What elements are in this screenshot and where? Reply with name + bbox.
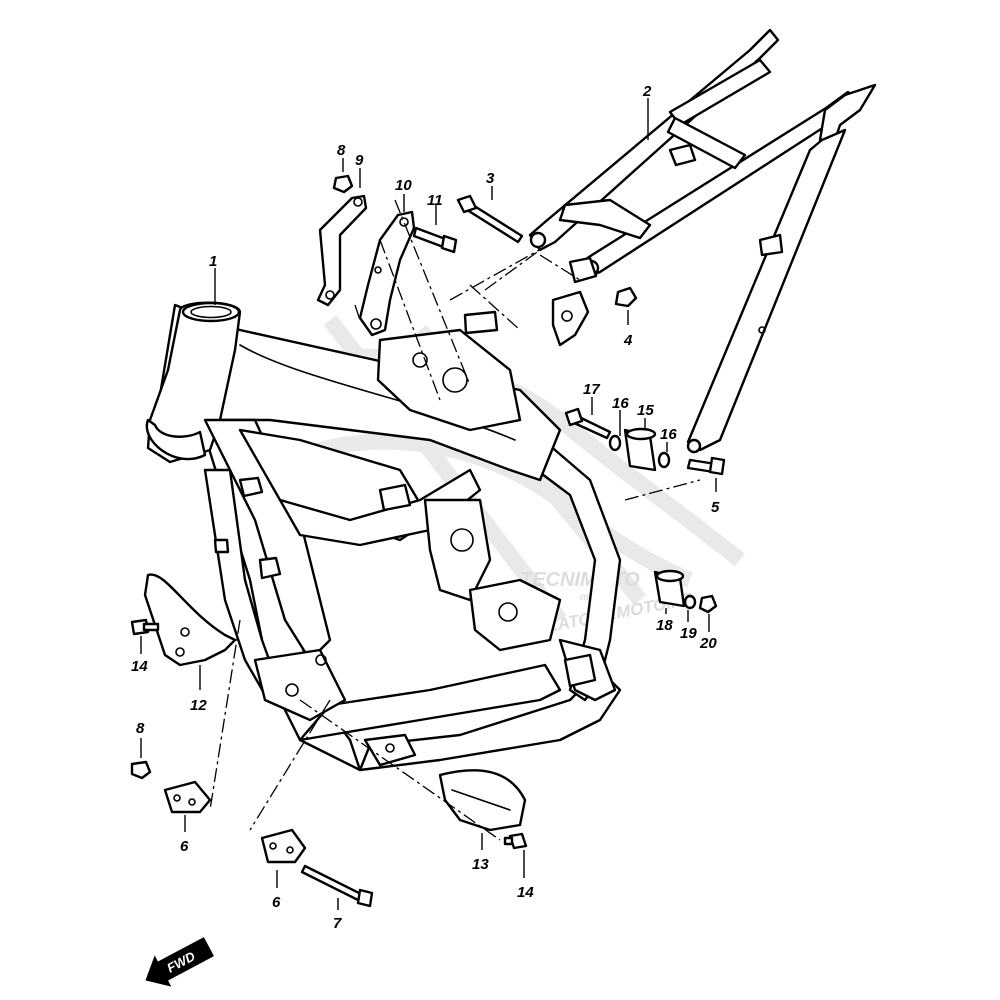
bracket-9: [316, 194, 368, 307]
bolt-3: [456, 194, 524, 244]
bolt-17: [564, 407, 612, 440]
callout-7: 7: [333, 915, 342, 932]
leader-lines: [140, 98, 717, 910]
assembly-lines: [209, 199, 701, 841]
bolt-7: [300, 864, 374, 908]
fwd-arrow-icon: [145, 937, 214, 987]
nut-4: [614, 286, 638, 308]
bracket-10: [358, 210, 416, 337]
guard-13: [438, 769, 527, 832]
callout-3: 3: [486, 170, 495, 187]
callout-16-right: 16: [660, 426, 677, 443]
callout-14-front: 14: [131, 658, 148, 675]
callout-2: 2: [642, 83, 652, 100]
callouts: 1 2 3 4 5 6 6 7 8 8 9 10 11 12 13 14 14 …: [131, 83, 720, 932]
callout-8-top: 8: [337, 142, 346, 159]
washer-19: [683, 594, 697, 610]
callout-6-upper: 6: [180, 838, 189, 855]
bolt-11: [412, 226, 458, 254]
callout-17: 17: [583, 381, 600, 398]
callout-8-bottom: 8: [136, 720, 145, 737]
nut-20: [698, 594, 718, 614]
collar-18: [653, 569, 686, 608]
callout-12: 12: [190, 697, 207, 714]
callout-4: 4: [623, 332, 633, 349]
callout-6-lower: 6: [272, 894, 281, 911]
callout-11: 11: [427, 192, 443, 209]
fwd-direction-badge: FWD: [145, 937, 214, 987]
callout-14-rear: 14: [517, 884, 534, 901]
collar-15: [623, 427, 657, 472]
watermark-swoosh: [266, 433, 693, 588]
plate-6-lower: [260, 828, 307, 864]
bolt-5: [686, 456, 726, 476]
bolt-14-front: [130, 618, 160, 636]
washer-16b: [657, 451, 671, 469]
sub-frame: [528, 28, 877, 454]
callout-9: 9: [355, 152, 364, 169]
callout-19: 19: [680, 625, 697, 642]
callout-1: 1: [209, 253, 217, 270]
bolt-14-rear: [503, 832, 528, 850]
nut-8-top: [332, 174, 354, 194]
washer-16a: [608, 434, 622, 452]
callout-16-left: 16: [612, 395, 629, 412]
callout-15: 15: [637, 402, 654, 419]
callout-13: 13: [472, 856, 489, 873]
plate-6-upper: [163, 780, 212, 814]
main-frame: [145, 301, 622, 772]
callout-5: 5: [711, 499, 720, 516]
callout-20: 20: [699, 635, 717, 652]
nut-8-bottom: [130, 760, 152, 780]
callout-10: 10: [395, 177, 412, 194]
callout-18: 18: [656, 617, 673, 634]
guard-12: [143, 573, 237, 667]
bracket-subframe-mount: [551, 256, 598, 347]
